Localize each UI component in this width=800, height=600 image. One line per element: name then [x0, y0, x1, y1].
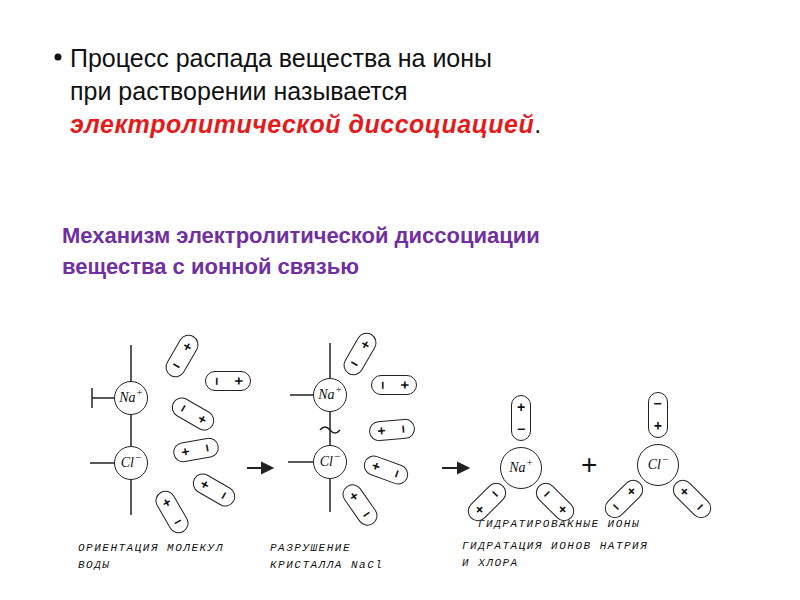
water-dipole: +−	[601, 476, 648, 523]
water-dipole: +−	[162, 331, 202, 381]
caption: ОРИЕНТАЦИЯ МОЛЕКУЛ ВОДЫ	[78, 540, 258, 574]
ion-symbol: Cl	[320, 454, 333, 470]
ion-charge: +	[336, 383, 342, 395]
plus-sign: +	[581, 449, 597, 481]
dipole-charge: +	[368, 460, 384, 472]
ion-symbol: Na	[119, 390, 135, 406]
water-dipole: +−	[371, 375, 417, 395]
dipole-charge: +	[358, 336, 372, 352]
ion-circle: Na+	[313, 378, 347, 412]
dipole-charge: +	[555, 502, 571, 518]
dipole-charge: −	[396, 424, 411, 433]
water-dipole: +−	[152, 487, 192, 537]
ion-charge: +	[137, 386, 143, 398]
sentence-period: .	[534, 110, 541, 138]
dipole-charge: −	[654, 397, 662, 411]
water-dipole: +−	[189, 470, 239, 510]
water-dipole: +−	[511, 395, 531, 441]
process-arrows	[247, 463, 468, 473]
bullet	[55, 54, 62, 61]
dipole-charge: −	[359, 506, 374, 522]
dipole-charge: +	[471, 502, 487, 518]
dipole-charge: +	[346, 488, 361, 504]
dipole-charge: −	[347, 355, 361, 371]
dipole-charge: −	[692, 499, 708, 515]
dipole-charge: −	[215, 488, 231, 502]
dipole-charge: −	[388, 468, 404, 480]
ion-charge: −	[662, 453, 668, 465]
water-dipole: +−	[172, 436, 221, 464]
caption: ГИДРАТАЦИЯ ИОНОВ НАТРИЯ И ХЛОРА	[462, 538, 662, 572]
dipole-charge: +	[654, 419, 662, 433]
ion-charge: −	[135, 451, 141, 463]
dipole-charge: +	[624, 483, 640, 499]
dipole-charge: −	[517, 422, 525, 436]
dipole-charge: +	[178, 447, 193, 457]
water-dipole: +−	[361, 453, 411, 488]
ion-symbol: Na	[318, 387, 334, 403]
water-dipole: +−	[648, 392, 668, 438]
definition-sentence: Процесс распада вещества на ионы при рас…	[70, 44, 492, 105]
ion-circle: Cl−	[114, 446, 148, 480]
heading: Механизм электролитической диссоциации в…	[62, 220, 582, 282]
dipole-charge: +	[232, 377, 246, 385]
ion-symbol: Cl	[121, 455, 134, 471]
water-dipole: +−	[340, 329, 380, 379]
water-dipole: +−	[339, 480, 382, 529]
term-highlight: электролитической диссоциацией	[70, 110, 534, 138]
ionic-bond	[131, 415, 132, 446]
ion-charge: +	[527, 456, 533, 468]
dipole-charge: −	[210, 377, 224, 385]
dipole-charge: −	[487, 486, 503, 502]
dipole-charge: −	[608, 499, 624, 515]
ion-circle: Na+	[114, 381, 148, 415]
dipole-charge: −	[170, 513, 184, 529]
dipole-charge: +	[374, 426, 389, 435]
ion-symbol: Cl	[648, 457, 661, 473]
dipole-charge: +	[194, 412, 210, 426]
water-dipole: +−	[205, 371, 251, 391]
dipole-charge: +	[676, 483, 692, 499]
ion-symbol: Na	[509, 460, 525, 476]
dipole-charge: −	[169, 357, 183, 373]
dipole-charge: −	[175, 401, 191, 415]
dipole-charge: +	[398, 381, 412, 389]
definition-text: Процесс распада вещества на ионы при рас…	[70, 42, 520, 141]
water-dipole: +−	[168, 394, 218, 434]
ion-circle: Na+	[500, 447, 542, 489]
dipole-charge: −	[199, 443, 214, 453]
ionic-bond	[330, 412, 331, 445]
dipole-charge: +	[180, 338, 194, 354]
ion-charge: −	[334, 450, 340, 462]
water-dipole: +−	[368, 418, 416, 442]
water-dipole: +−	[669, 476, 716, 523]
ion-circle: Cl−	[637, 444, 679, 486]
caption: РАЗРУШЕНИЕ КРИСТАЛЛА NaCl	[270, 540, 420, 574]
dipole-charge: +	[517, 400, 525, 414]
dipole-charge: +	[159, 494, 173, 510]
dipole-charge: −	[539, 486, 555, 502]
ion-circle: Cl−	[313, 445, 347, 479]
lattice-lines	[90, 343, 340, 515]
dipole-charge: +	[196, 477, 212, 491]
dipole-charge: −	[376, 381, 390, 389]
